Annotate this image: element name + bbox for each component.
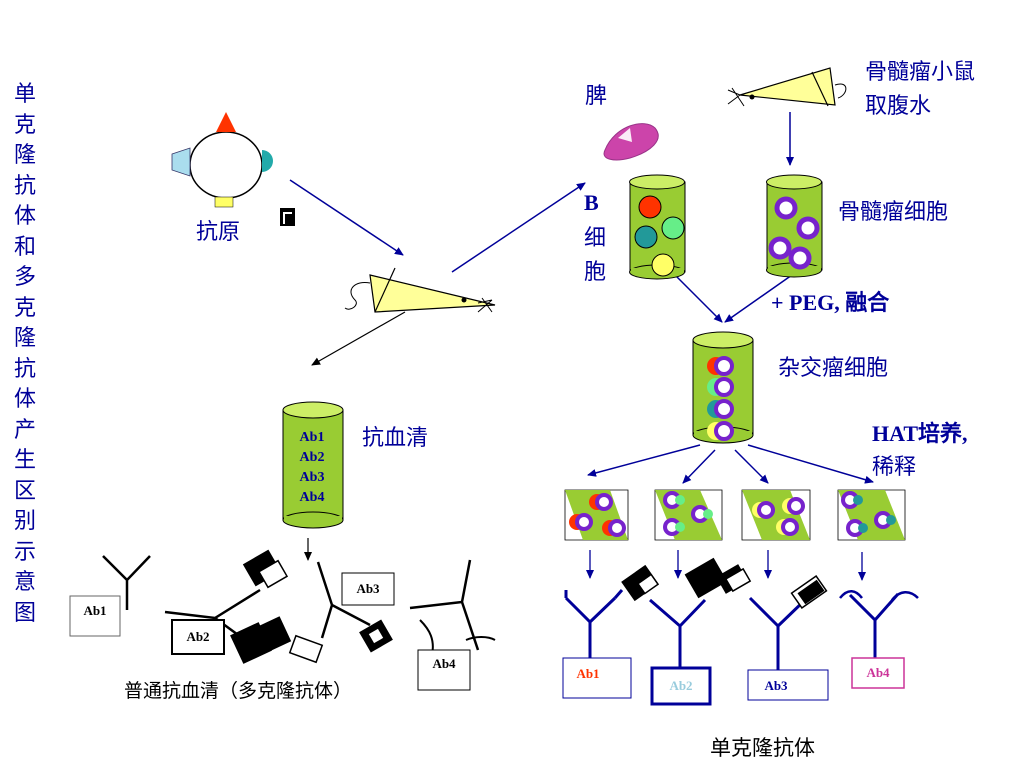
myeloma-cylinder [766, 174, 823, 278]
poly-box-ab2 [171, 619, 225, 655]
poly-box-ab1 [69, 595, 121, 637]
mono-label-ab3: Ab3 [764, 678, 788, 693]
poly-label-ab3: Ab3 [356, 581, 380, 596]
tube-ab4: Ab4 [299, 490, 325, 505]
mono-box-ab2 [650, 666, 712, 706]
mono-label-ab4: Ab4 [866, 665, 890, 680]
hat-label-1: HAT培养, [872, 421, 968, 446]
antiserum-cylinder [282, 401, 344, 529]
mono-label-ab1: Ab1 [576, 666, 600, 681]
spleen-label: 脾 [585, 84, 608, 109]
poly-label-ab1: Ab1 [83, 603, 107, 618]
b-cell-label-2: 细 [584, 226, 607, 251]
monoclonal-caption: 单克隆抗体 [710, 736, 815, 760]
mono-label-ab2: Ab2 [669, 678, 693, 693]
tube-ab2: Ab2 [299, 450, 325, 465]
immunized-mouse [344, 267, 496, 313]
monoclonal-antibodies [564, 589, 919, 670]
mono-box-ab1 [562, 657, 632, 699]
myeloma-cells-label: 骨髓瘤细胞 [838, 200, 949, 225]
culture-well-2 [654, 489, 723, 541]
spleen-shape [603, 123, 659, 161]
culture-well-3 [741, 489, 811, 541]
tube-ab3: Ab3 [299, 470, 325, 485]
polyclonal-caption: 普通抗血清（多克隆抗体） [124, 680, 353, 702]
monoclonal-antigens [621, 557, 828, 610]
poly-label-ab2: Ab2 [186, 629, 210, 644]
antigen-label: 抗原 [196, 220, 241, 245]
poly-box-ab4 [417, 649, 471, 691]
myeloma-mouse-label-2: 取腹水 [865, 94, 932, 119]
b-cell-label-3: 胞 [584, 260, 607, 285]
mono-box-ab3 [747, 669, 829, 701]
hybridoma-label: 杂交瘤细胞 [778, 356, 889, 381]
myeloma-mouse-label-1: 骨髓瘤小鼠 [865, 60, 976, 85]
mono-box-ab4 [851, 657, 905, 689]
peg-fusion-label: + PEG, 融合 [771, 290, 890, 315]
b-cell-cylinder [629, 174, 686, 280]
antigen-shape [171, 112, 273, 208]
culture-well-1 [564, 489, 629, 541]
tube-ab1: Ab1 [299, 430, 325, 445]
myeloma-mouse [727, 67, 847, 107]
hybridoma-cylinder [692, 331, 754, 444]
poly-label-ab4: Ab4 [432, 656, 456, 671]
b-cell-label-1: B [584, 190, 599, 215]
antiserum-label: 抗血清 [362, 426, 429, 451]
polyclonal-antibodies [102, 555, 496, 656]
culture-well-4 [837, 489, 906, 541]
vertical-title: 单克隆抗体和多克隆抗体产生区别示意图 [13, 82, 36, 626]
polyclonal-antigens [230, 549, 393, 664]
poly-box-ab3 [341, 572, 395, 606]
hat-label-2: 稀释 [872, 455, 917, 480]
